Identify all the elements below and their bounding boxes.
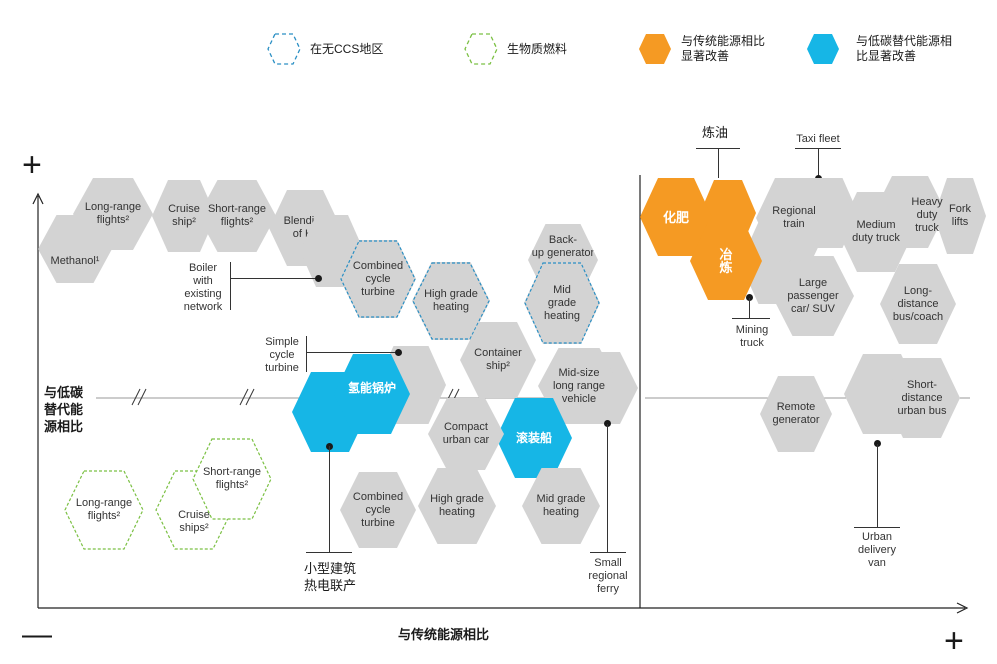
boiler-label: Boiler with existing network (183, 262, 223, 313)
hydrogen-boiler-label: 氢能锅炉 (347, 380, 396, 395)
smelting-label: 冶 炼 (719, 247, 733, 275)
container-ship-label: Container ship² (474, 347, 522, 372)
fertilizer-label: 化肥 (662, 209, 689, 225)
long-distance-bus-label: Long- distance bus/coach (892, 284, 944, 323)
mid-grade-heating-hex: Mid grade heating (522, 468, 600, 544)
boiler-leader (230, 278, 318, 279)
mid-grade-heating-ccs-label: Mid grade heating (543, 283, 581, 322)
large-passenger-car-hex: Large passenger car/ SUV (772, 256, 854, 336)
cruise-ship-label: Cruise ship² (168, 203, 200, 228)
short-distance-bus-hex: Short- distance urban bus (884, 358, 960, 438)
simple-cycle-dot (395, 349, 402, 356)
legend-vs-lowcarbon: 与低碳替代能源相 比显著改善 (856, 34, 953, 63)
refining-leader (718, 148, 719, 178)
x-axis-label: 与传统能源相比 (398, 627, 490, 642)
regional-train-hex: Regional train (756, 178, 832, 258)
small-chp-leader (329, 446, 330, 552)
short-range-flights-hex: Short-range flights² (198, 180, 276, 252)
medium-duty-truck-hex: Medium duty truck (838, 192, 914, 272)
long-range-flights-label: Long-range flights² (84, 201, 142, 226)
smelting-hex: 冶 炼 (690, 222, 762, 300)
compact-urban-car-hex: Compact urban car (428, 398, 504, 470)
long-distance-bus-hex: Long- distance bus/coach (880, 264, 956, 344)
urban-delivery-van-label: Urban delivery van (858, 531, 896, 569)
simple-cycle-leader (306, 352, 398, 353)
small-chp-bracket (306, 552, 352, 553)
backup-generator-label: Back- up generator (531, 234, 595, 259)
combined-cycle-turbine-label: Combined cycle turbine (352, 490, 404, 529)
combined-cycle-turbine-hex: Combined cycle turbine (340, 472, 416, 548)
heavy-duty-truck-label: Heavy duty truck (911, 196, 943, 234)
high-grade-heating-hex: High grade heating (418, 468, 496, 544)
medium-duty-truck-label: Medium duty truck (852, 219, 900, 244)
large-passenger-car-label: Large passenger car/ SUV (787, 276, 839, 315)
ferry-leader (607, 424, 608, 552)
compact-urban-car-label: Compact urban car (442, 421, 490, 446)
roro-ship-label: 滚装船 (515, 430, 552, 445)
bio-long-range-flights: Long-range flights² (64, 470, 144, 550)
x-plus-sign: + (944, 622, 964, 660)
simple-cycle-label: Simple cycle turbine (265, 336, 299, 374)
urban-delivery-leader (877, 444, 878, 528)
high-grade-heating-label: High grade heating (430, 493, 484, 518)
remote-generator-hex: Remote generator (760, 376, 832, 452)
legend-biofuel: 生物质燃料 (507, 42, 568, 56)
ferry-dot (604, 420, 611, 427)
urban-delivery-bracket (854, 527, 900, 528)
y-axis-label: 与低碳 替代能 源相比 (44, 385, 84, 434)
taxi-fleet-label: Taxi fleet (796, 133, 840, 145)
small-regional-ferry-label: Small regional ferry (588, 557, 628, 595)
bio-long-range-flights-label: Long-range flights² (75, 497, 133, 522)
boiler-bracket (230, 262, 231, 310)
short-range-flights-label: Short-range flights² (207, 203, 267, 228)
high-grade-heating-ccs-label: High grade heating (424, 288, 478, 313)
no-ccs-legend-icon (267, 33, 301, 65)
short-distance-bus-label: Short- distance urban bus (897, 378, 947, 417)
methanol-label: Methanol¹ (50, 254, 100, 267)
biofuel-legend-icon (464, 33, 498, 65)
midsize-vehicle-label: Mid-size long range vehicle (553, 366, 605, 405)
mid-grade-heating-label: Mid grade heating (536, 493, 586, 518)
orange-legend-icon (639, 34, 671, 64)
mining-truck-leader (749, 298, 750, 318)
simple-cycle-bracket (306, 336, 307, 372)
boiler-dot (315, 275, 322, 282)
blue-legend-icon (807, 34, 839, 64)
legend-no-ccs: 在无CCS地区 (310, 42, 384, 56)
refining-label: 炼油 (701, 125, 728, 140)
combined-cycle-turbine-ccs-label: Combined cycle turbine (352, 259, 404, 298)
small-building-chp-label: 小型建筑 热电联产 (303, 561, 356, 593)
y-plus-sign: + (22, 146, 42, 184)
fork-lifts-label: Fork lifts (949, 203, 971, 228)
mining-truck-label: Mining truck (735, 324, 769, 349)
regional-train-label: Regional train (772, 205, 816, 230)
taxi-fleet-leader (818, 148, 819, 178)
x-minus-sign: — (22, 618, 52, 651)
ferry-bracket (590, 552, 626, 553)
bio-short-range-flights: Short-range flights² (192, 438, 272, 520)
mining-truck-dot (746, 294, 753, 301)
legend-vs-traditional: 与传统能源相比 显著改善 (681, 34, 766, 63)
urban-delivery-dot (874, 440, 881, 447)
mining-truck-bracket (732, 318, 770, 319)
remote-generator-label: Remote generator (772, 401, 820, 426)
bio-short-range-flights-label: Short-range flights² (202, 466, 262, 491)
